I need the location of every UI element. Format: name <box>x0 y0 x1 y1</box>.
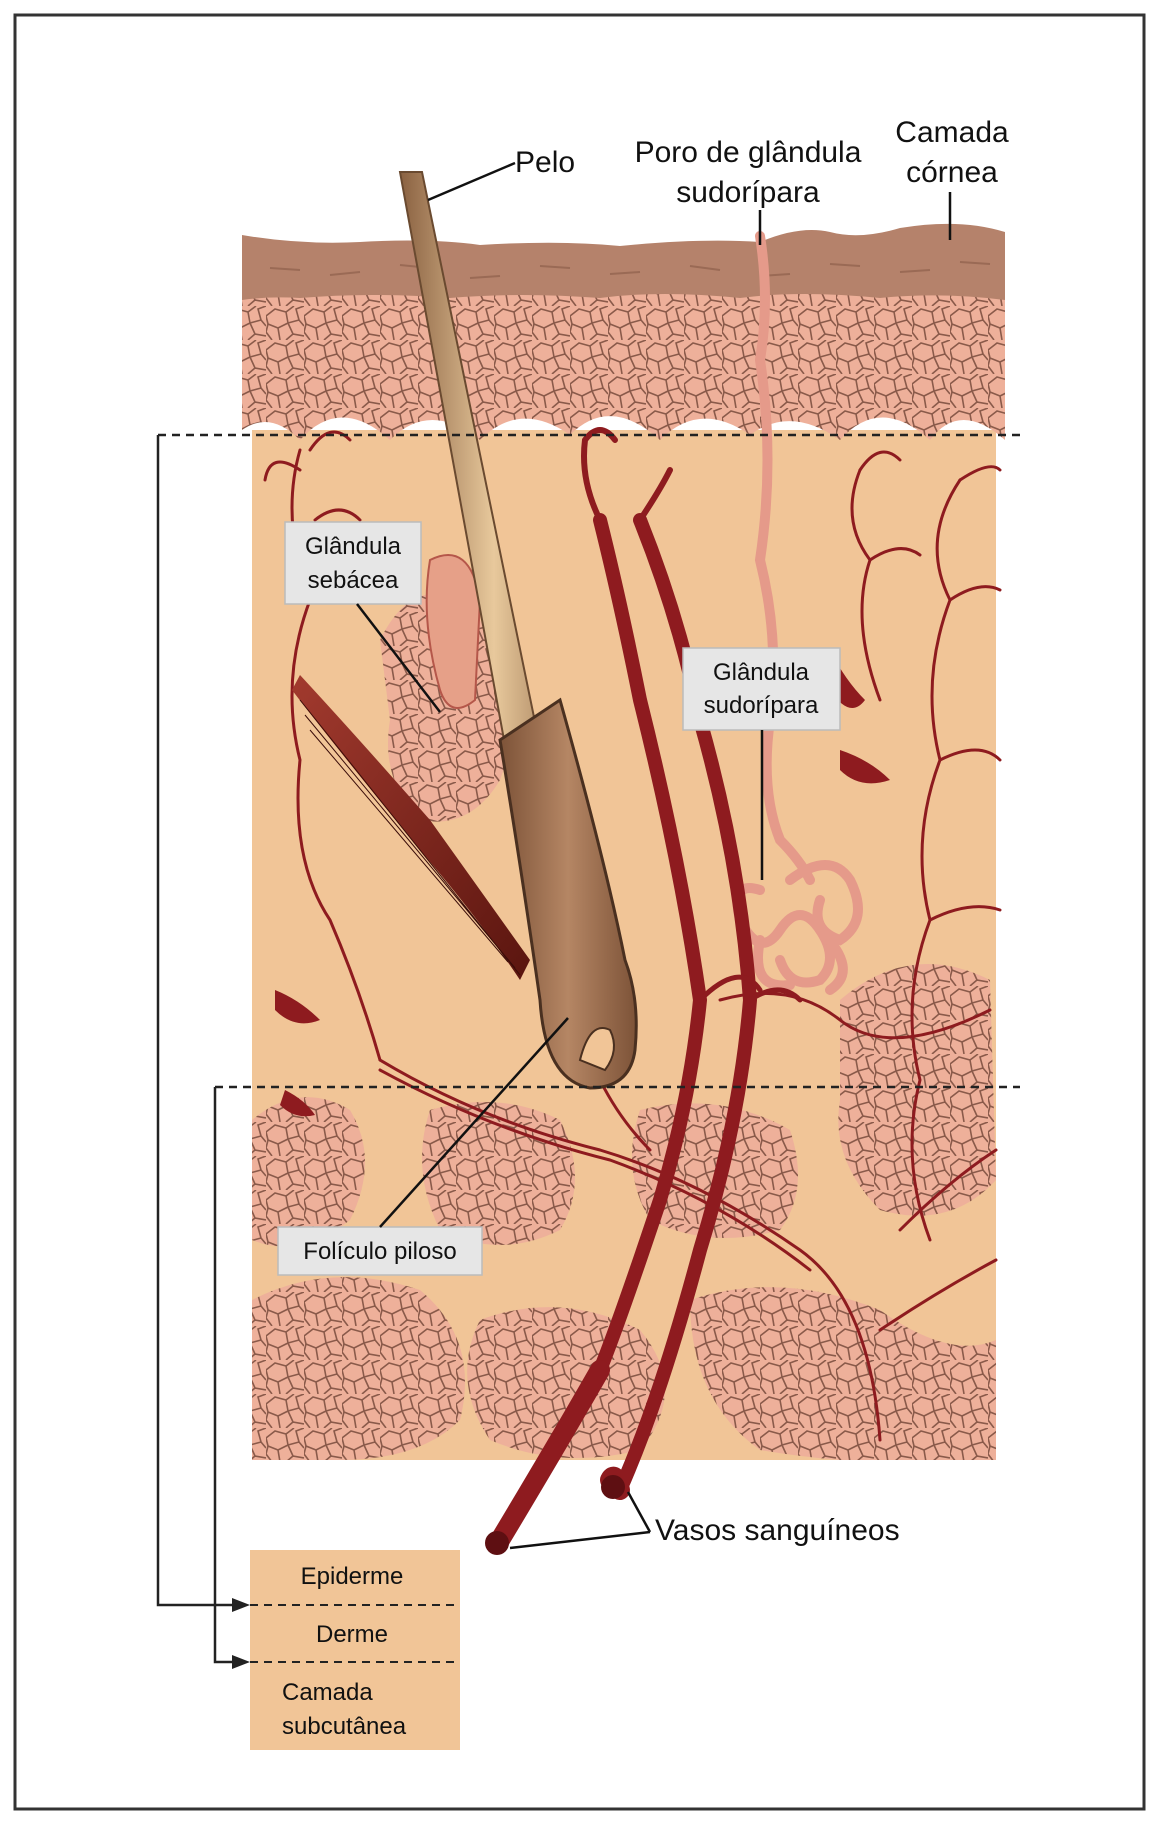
legend-epidermis: Epiderme <box>301 1563 404 1590</box>
legend-subcutaneous-line1: Camada <box>282 1679 373 1706</box>
epidermis-layer <box>242 285 1005 440</box>
label-sweat-pore-line1: Poro de glândula <box>635 136 862 169</box>
label-sweat-pore-line2: sudorípara <box>676 176 820 209</box>
label-sebaceous-line1: Glândula <box>305 533 402 560</box>
label-hair: Pelo <box>515 146 575 179</box>
vessel-end-right <box>601 1475 625 1499</box>
vessel-end-left <box>485 1531 509 1555</box>
label-blood-vessels: Vasos sanguíneos <box>655 1514 900 1547</box>
label-sweat-gland-line1: Glândula <box>713 659 810 686</box>
label-hair-follicle: Folículo piloso <box>303 1238 456 1265</box>
label-sebaceous-line2: sebácea <box>308 567 399 594</box>
legend-subcutaneous-line2: subcutânea <box>282 1713 407 1740</box>
label-stratum-line2: córnea <box>906 156 998 189</box>
label-stratum-line1: Camada <box>895 116 1009 149</box>
legend-dermis: Derme <box>316 1621 388 1648</box>
label-sweat-gland-line2: sudorípara <box>704 692 819 719</box>
